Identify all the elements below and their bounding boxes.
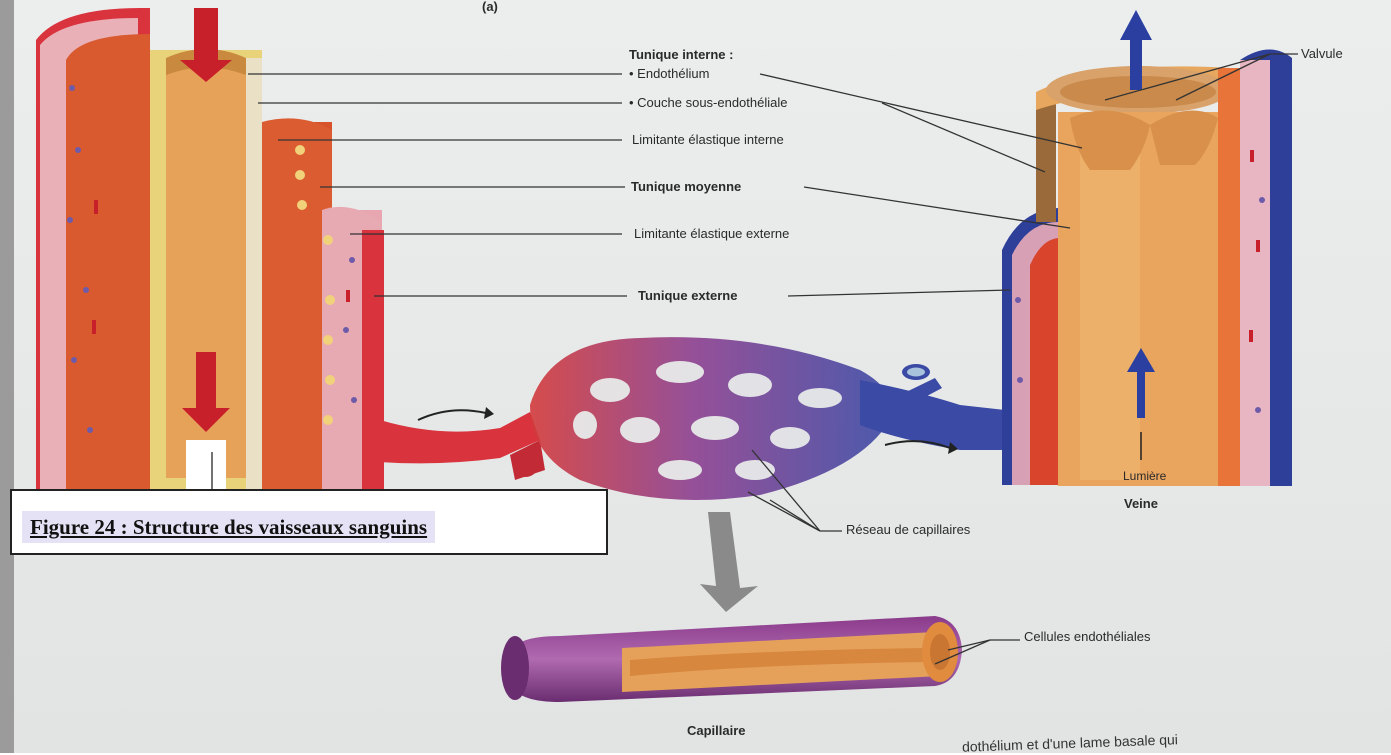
label-limitante-elastique-externe: Limitante élastique externe	[634, 226, 789, 241]
label-couche-sous-endotheliale: • Couche sous-endothéliale	[629, 95, 788, 110]
label-tunique-interne: Tunique interne :	[629, 47, 733, 62]
label-tunique-moyenne: Tunique moyenne	[631, 179, 741, 194]
label-cellules-endotheliales: Cellules endothéliales	[1024, 629, 1150, 644]
figure-caption: Figure 24 : Structure des vaisseaux sang…	[22, 511, 435, 543]
figure-caption-box: Figure 24 : Structure des vaisseaux sang…	[10, 489, 608, 555]
label-lumiere: Lumière	[1123, 469, 1166, 483]
label-capillaire: Capillaire	[687, 723, 746, 738]
label-tunique-externe: Tunique externe	[638, 288, 737, 303]
panel-label: (a)	[482, 0, 498, 14]
label-reseau-de-capillaires: Réseau de capillaires	[846, 522, 970, 537]
label-limitante-elastique-interne: Limitante élastique interne	[632, 132, 784, 147]
label-endothelium: • Endothélium	[629, 66, 709, 81]
vein-lumen-arrow	[1137, 368, 1145, 418]
label-veine: Veine	[1124, 496, 1158, 511]
vein-outflow-arrow	[1130, 40, 1142, 90]
label-valvule: Valvule	[1301, 46, 1343, 61]
left-edge-shadow	[0, 0, 14, 753]
